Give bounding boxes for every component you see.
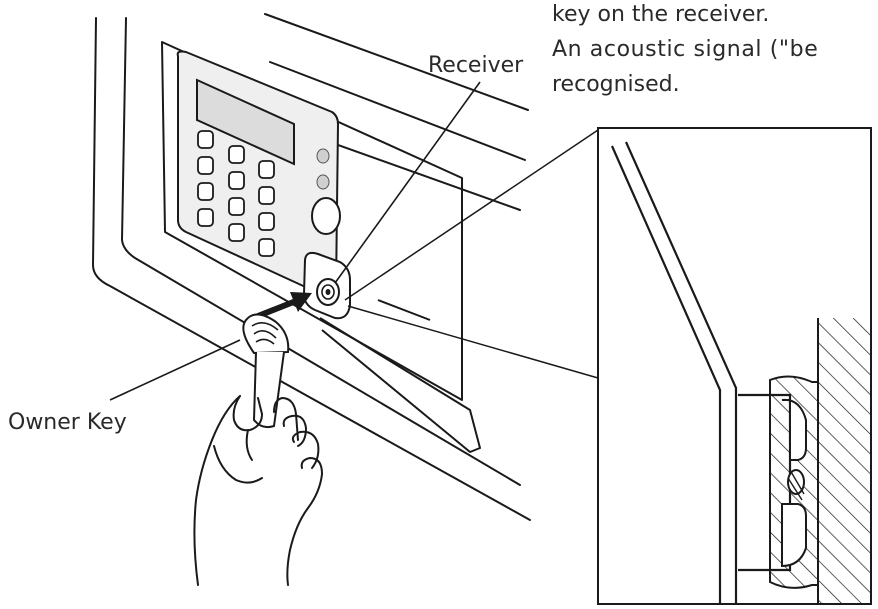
- led-indicator: [316, 174, 330, 190]
- control-panel: [176, 50, 341, 299]
- handle-slot: [319, 299, 481, 453]
- detail-inset: [597, 127, 872, 605]
- owner-key-leader-line: [109, 339, 241, 401]
- keypad: [197, 130, 275, 257]
- instruction-line-1: key on the receiver.: [552, 2, 770, 27]
- receiver-label: Receiver: [428, 53, 524, 78]
- owner-key-label: Owner Key: [8, 410, 127, 435]
- arrow-right-icon: [256, 292, 312, 319]
- led-indicator: [316, 148, 330, 164]
- receiver-leader-line: [334, 81, 481, 284]
- instruction-line-3: recognised.: [552, 72, 680, 97]
- door-frame: [161, 41, 463, 401]
- zoom-lines: [344, 129, 599, 379]
- instruction-line-2: An acoustic signal ("be: [552, 37, 819, 62]
- knob: [311, 197, 341, 235]
- owner-key-icon: [242, 313, 290, 429]
- display-screen: [196, 78, 295, 166]
- hand-icon: [193, 395, 323, 586]
- receiver-icon: [302, 251, 351, 320]
